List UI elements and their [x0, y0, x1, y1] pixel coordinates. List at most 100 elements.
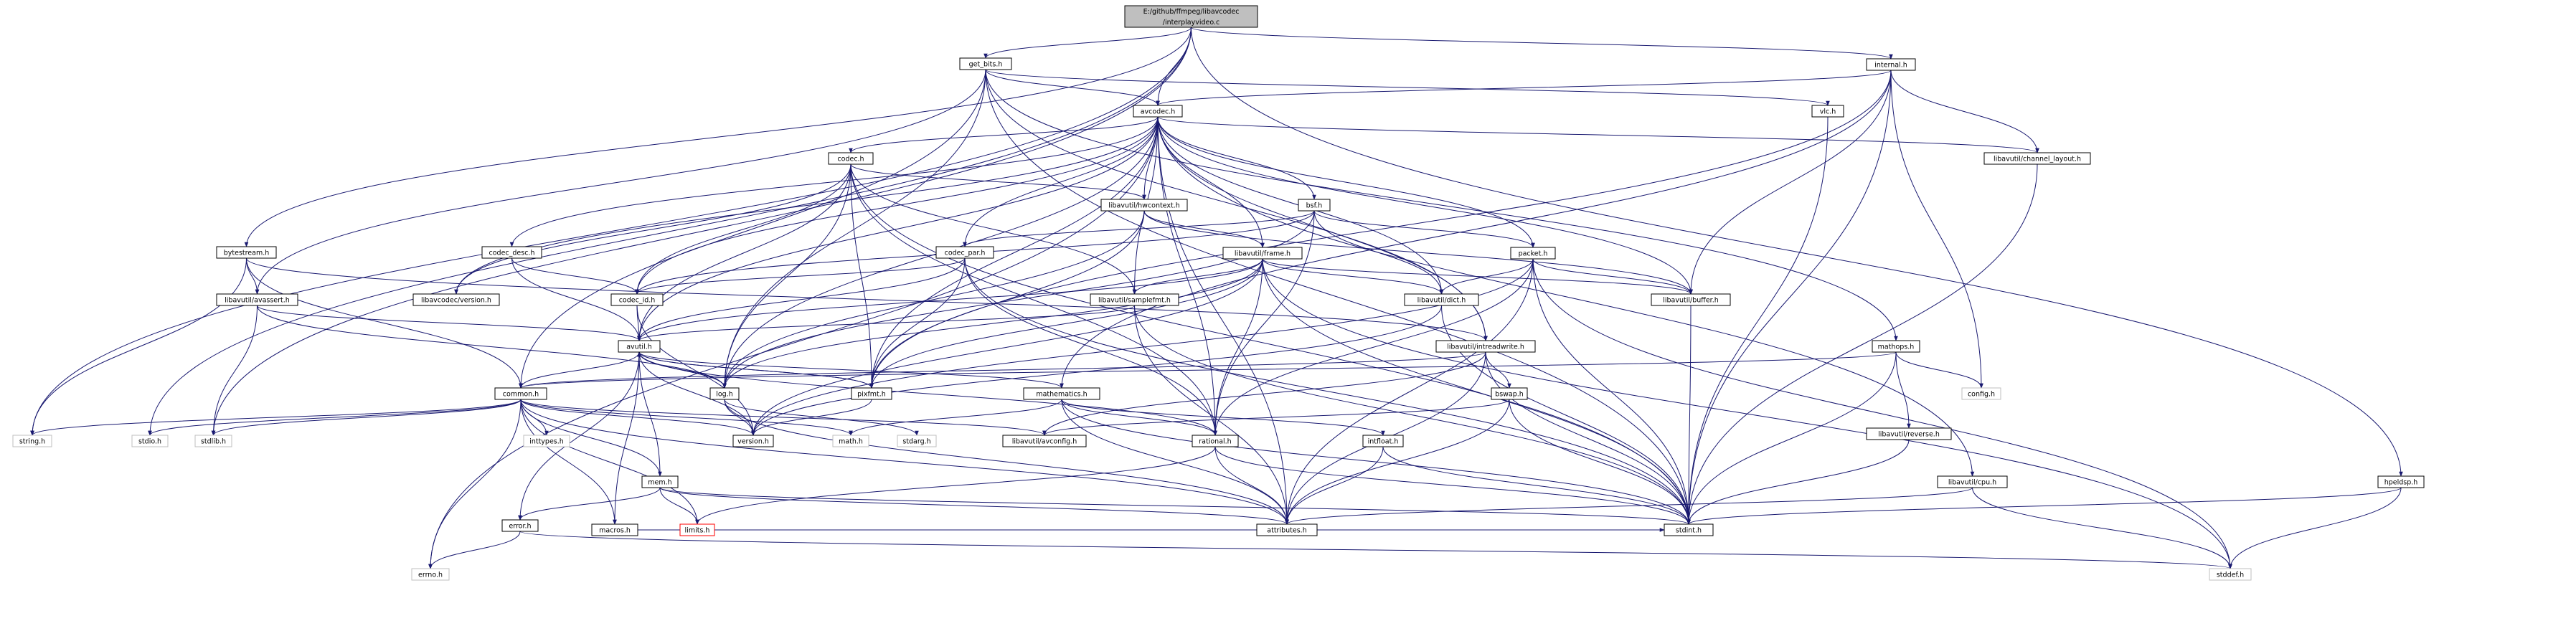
edge-rational-to-limits-h: [695, 446, 1216, 525]
edge-internal-to-avcodec: [1156, 70, 1892, 106]
node-cpu[interactable]: libavutil/cpu.h: [1937, 475, 2008, 488]
node-stdint-h[interactable]: stdint.h: [1664, 523, 1714, 536]
node-math-h[interactable]: math.h: [832, 435, 869, 447]
edge-common-to-stdio-h: [148, 399, 522, 436]
node-box: [679, 523, 715, 536]
node-label: pixfmt.h: [857, 391, 886, 399]
node-macros[interactable]: macros.h: [591, 523, 638, 536]
node-vlc[interactable]: vlc.h: [1811, 105, 1844, 118]
node-log[interactable]: log.h: [709, 387, 740, 400]
node-box: [832, 435, 869, 447]
edge-avutil-to-common: [519, 351, 640, 389]
edge-log-to-stdarg-h: [724, 399, 919, 436]
node-mathematics[interactable]: mathematics.h: [1023, 387, 1100, 400]
node-inttypes-h[interactable]: inttypes.h: [523, 435, 570, 447]
node-mathops[interactable]: mathops.h: [1872, 340, 1920, 353]
node-errno-h[interactable]: errno.h: [411, 568, 450, 581]
edge-frame-to-rational: [1213, 258, 1263, 436]
node-box: [1362, 435, 1404, 447]
node-bytestream[interactable]: bytestream.h: [216, 246, 277, 259]
edge-intfloat-to-stdint-h: [1382, 446, 1691, 525]
node-stdlib-h[interactable]: stdlib.h: [194, 435, 232, 447]
edge-common-to-version: [520, 399, 755, 436]
node-stdarg-h[interactable]: stdarg.h: [897, 435, 937, 447]
edge-frame-to-buffer: [1262, 258, 1693, 295]
node-codec[interactable]: codec.h: [828, 152, 874, 165]
node-common[interactable]: common.h: [494, 387, 547, 400]
node-label: avcodec.h: [1141, 108, 1176, 116]
edge-packet-to-rational: [1213, 258, 1534, 436]
node-internal[interactable]: internal.h: [1866, 58, 1916, 71]
edge-common-to-string-h: [30, 399, 522, 436]
edge-internal-to-stdint-h: [1686, 70, 1892, 525]
node-stddef-h[interactable]: stddef.h: [2209, 568, 2252, 581]
node-avconfig[interactable]: libavutil/avconfig.h: [1002, 435, 1087, 447]
node-label: avutil.h: [626, 343, 652, 351]
node-config[interactable]: config.h: [1961, 387, 2001, 400]
node-reverse[interactable]: libavutil/reverse.h: [1866, 427, 1952, 440]
edge-hpeldsp-to-stdint-h: [1686, 487, 2402, 525]
node-label: libavcodec/version.h: [421, 297, 491, 305]
node-limits-h[interactable]: limits.h: [679, 523, 715, 536]
node-box: [1937, 475, 2008, 488]
node-hwcontext[interactable]: libavutil/hwcontext.h: [1100, 199, 1188, 212]
node-avcodec[interactable]: avcodec.h: [1133, 105, 1183, 118]
edge-bytestream-to-intreadwrite: [246, 257, 1488, 341]
edge-mathematics-to-intfloat: [1061, 399, 1385, 436]
node-avassert[interactable]: libavutil/avassert.h: [216, 293, 298, 306]
node-box: [1961, 387, 2001, 400]
node-box: [641, 475, 679, 488]
node-codec-desc[interactable]: codec_desc.h: [481, 246, 542, 259]
node-box: [709, 387, 740, 400]
edge-rational-to-attributes: [1214, 446, 1289, 525]
edge-rational-to-stdint-h: [1214, 446, 1691, 525]
node-lavc-version[interactable]: libavcodec/version.h: [412, 293, 500, 306]
node-bsf[interactable]: bsf.h: [1298, 199, 1331, 212]
node-attributes[interactable]: attributes.h: [1256, 523, 1318, 536]
edge-avcodec-to-pixfmt: [869, 116, 1159, 389]
edge-samplefmt-to-stdint-h: [1134, 305, 1691, 525]
node-avutil[interactable]: avutil.h: [618, 340, 661, 353]
node-label: error.h: [509, 523, 531, 531]
node-version[interactable]: version.h: [732, 435, 774, 447]
node-frame[interactable]: libavutil/frame.h: [1222, 247, 1303, 260]
node-label: config.h: [1968, 391, 1995, 399]
edge-reverse-to-stdint-h: [1686, 439, 1910, 525]
node-box: [851, 387, 892, 400]
node-codec-id[interactable]: codec_id.h: [610, 293, 664, 306]
node-string-h[interactable]: string.h: [12, 435, 52, 447]
node-box: [1664, 523, 1714, 536]
edge-cpu-to-attributes: [1285, 487, 1973, 525]
node-hpeldsp[interactable]: hpeldsp.h: [2377, 475, 2425, 488]
node-label: stdlib.h: [201, 438, 226, 446]
node-label: libavutil/frame.h: [1235, 250, 1291, 258]
node-box: [828, 152, 874, 165]
node-intreadwrite[interactable]: libavutil/intreadwrite.h: [1435, 340, 1536, 353]
edge-get-bits-to-vlc: [985, 69, 1830, 106]
node-label: string.h: [19, 438, 45, 446]
node-stdio-h[interactable]: stdio.h: [131, 435, 169, 447]
node-dict[interactable]: libavutil/dict.h: [1404, 293, 1479, 306]
node-buffer[interactable]: libavutil/buffer.h: [1651, 293, 1731, 306]
node-codec-par[interactable]: codec_par.h: [935, 246, 994, 259]
node-root[interactable]: E:/github/ffmpeg/libavcodec/interplayvid…: [1124, 5, 1258, 28]
node-box: [1811, 105, 1844, 118]
edge-intreadwrite-to-bswap: [1485, 351, 1511, 389]
edge-common-to-errno-h: [428, 399, 522, 569]
node-box: [523, 435, 570, 447]
edge-bytestream-to-string-h: [30, 257, 247, 436]
node-error[interactable]: error.h: [501, 519, 539, 532]
node-channel-layout[interactable]: libavutil/channel_layout.h: [1983, 152, 2091, 165]
node-get-bits[interactable]: get_bits.h: [959, 57, 1012, 70]
node-rational[interactable]: rational.h: [1192, 435, 1239, 447]
node-bswap[interactable]: bswap.h: [1491, 387, 1528, 400]
edge-avcodec-to-buffer: [1157, 116, 1693, 295]
node-packet[interactable]: packet.h: [1510, 247, 1556, 260]
node-mem[interactable]: mem.h: [641, 475, 679, 488]
node-intfloat[interactable]: intfloat.h: [1362, 435, 1404, 447]
node-box: [411, 568, 450, 581]
node-pixfmt[interactable]: pixfmt.h: [851, 387, 892, 400]
edge-avcodec-to-codec: [849, 116, 1159, 153]
edge-avcodec-to-codec-id: [635, 116, 1159, 295]
node-samplefmt[interactable]: libavutil/samplefmt.h: [1090, 293, 1179, 306]
